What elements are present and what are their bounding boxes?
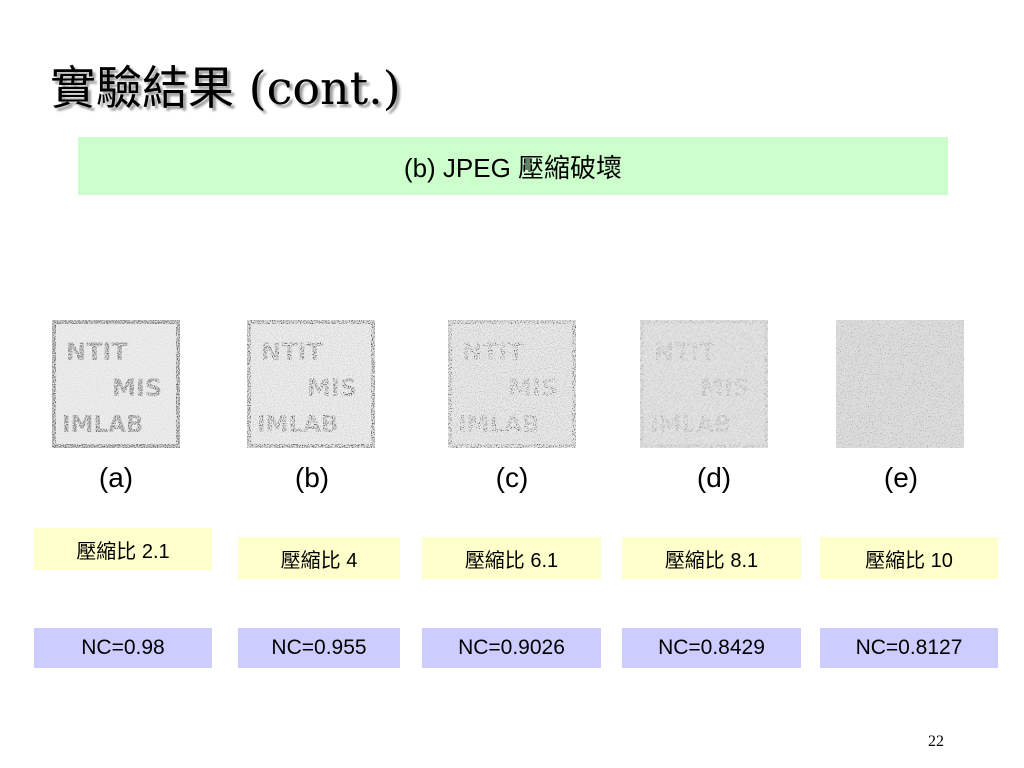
compression-ratio-b: 壓縮比 4 xyxy=(238,537,400,579)
watermark-image-e: NTIT MIS IMLAB xyxy=(836,320,964,448)
compression-ratio-d: 壓縮比 8.1 xyxy=(622,537,801,579)
wm-line-2: MIS xyxy=(700,374,750,402)
nc-value-b: NC=0.955 xyxy=(238,628,400,668)
nc-value-text: NC=0.8127 xyxy=(855,636,963,659)
panel-label-b: (b) xyxy=(294,462,330,493)
slide-title: 實驗結果 (cont.) xyxy=(50,61,401,115)
watermark-image-c: NTIT MIS IMLAB xyxy=(448,320,576,448)
compression-ratio-text: 壓縮比 8.1 xyxy=(664,549,759,572)
wm-line-1: NTIT xyxy=(654,338,716,366)
watermark-svg: NTIT MIS IMLAB xyxy=(448,320,576,448)
subtitle-text: (b) JPEG 壓縮破壞 xyxy=(403,152,623,183)
page-number: 22 xyxy=(928,733,944,750)
compression-ratio-e: 壓縮比 10 xyxy=(820,537,998,579)
panel-label-d: (d) xyxy=(696,462,732,493)
compression-ratio-text: 壓縮比 2.1 xyxy=(76,540,170,563)
panel-label-e: (e) xyxy=(883,462,919,493)
watermark-image-b: NTIT MIS IMLAB xyxy=(247,320,375,448)
nc-value-text: NC=0.98 xyxy=(81,636,165,659)
panel-label-c: (c) xyxy=(495,462,529,493)
wm-line-2: MIS xyxy=(508,374,558,402)
nc-value-text: NC=0.8429 xyxy=(658,636,765,659)
wm-line-1: NTIT xyxy=(850,338,912,366)
panel-label-a: (a) xyxy=(98,462,134,493)
wm-line-1: NTIT xyxy=(462,338,524,366)
wm-line-2: MIS xyxy=(307,374,357,402)
watermark-image-d: NTIT MIS IMLAB xyxy=(640,320,768,448)
nc-value-text: NC=0.955 xyxy=(271,636,367,659)
watermark-svg: NTIT MIS IMLAB xyxy=(247,320,375,448)
wm-line-2: MIS xyxy=(896,374,946,402)
wm-line-2: MIS xyxy=(112,374,162,402)
watermark-svg: NTIT MIS IMLAB xyxy=(52,320,180,448)
nc-value-e: NC=0.8127 xyxy=(820,628,998,668)
nc-value-c: NC=0.9026 xyxy=(422,628,601,668)
watermark-image-a: NTIT MIS IMLAB xyxy=(52,320,180,448)
wm-line-3: IMLAB xyxy=(650,412,731,438)
watermark-svg: NTIT MIS IMLAB xyxy=(640,320,768,448)
wm-line-1: NTIT xyxy=(66,338,128,366)
nc-value-a: NC=0.98 xyxy=(34,628,212,668)
nc-value-d: NC=0.8429 xyxy=(622,628,801,668)
nc-value-text: NC=0.9026 xyxy=(458,636,565,659)
wm-line-3: IMLAB xyxy=(62,412,143,438)
wm-line-3: IMLAB xyxy=(846,412,927,438)
compression-ratio-text: 壓縮比 6.1 xyxy=(464,549,559,572)
watermark-svg: NTIT MIS IMLAB xyxy=(836,320,964,448)
compression-ratio-a: 壓縮比 2.1 xyxy=(34,528,212,570)
wm-line-1: NTIT xyxy=(261,338,323,366)
compression-ratio-text: 壓縮比 10 xyxy=(865,549,953,572)
wm-line-3: IMLAB xyxy=(257,412,338,438)
wm-line-3: IMLAB xyxy=(458,412,539,438)
compression-ratio-text: 壓縮比 4 xyxy=(280,549,358,572)
subtitle-banner: (b) JPEG 壓縮破壞 xyxy=(78,137,948,195)
compression-ratio-c: 壓縮比 6.1 xyxy=(422,537,601,579)
